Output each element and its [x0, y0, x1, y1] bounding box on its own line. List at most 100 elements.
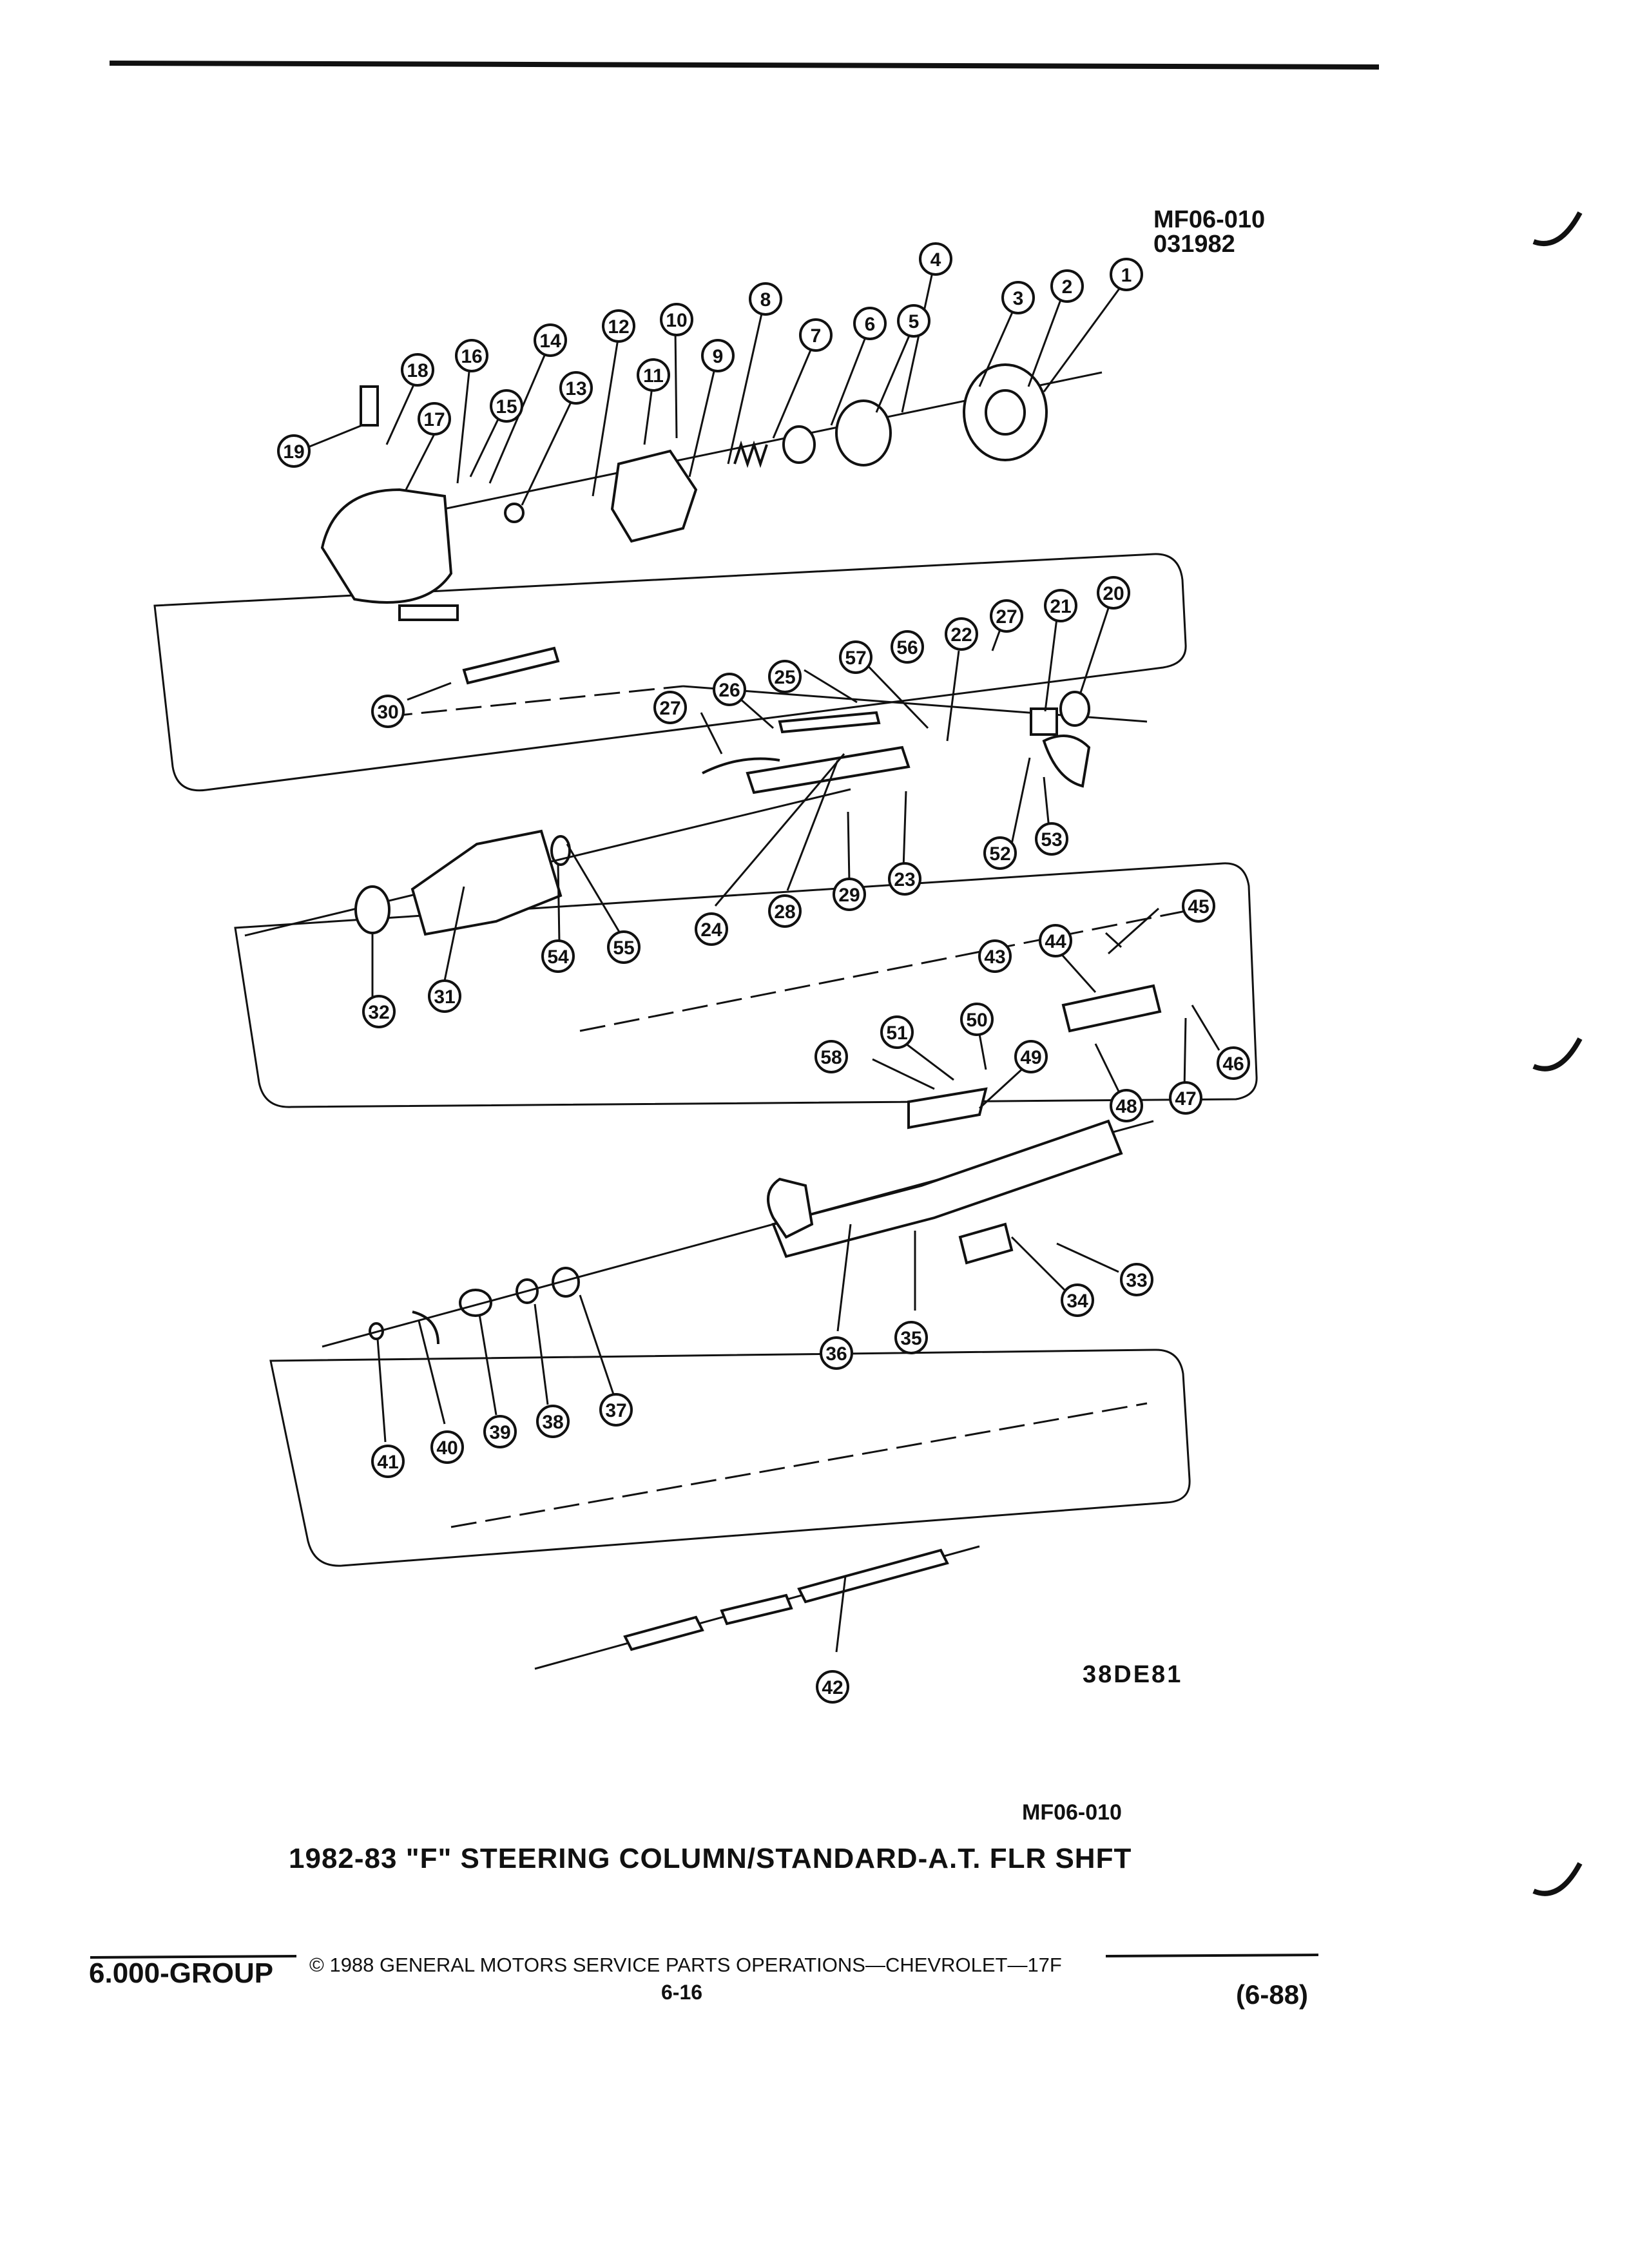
part-42-shaft-mid [720, 1593, 793, 1626]
callout-29: 29 [833, 878, 866, 911]
svg-text:33: 33 [1126, 1270, 1147, 1291]
svg-text:39: 39 [489, 1422, 510, 1443]
part-20-bearing [1059, 691, 1090, 727]
svg-text:8: 8 [760, 289, 771, 311]
svg-text:56: 56 [896, 637, 918, 658]
callout-18: 18 [401, 353, 434, 387]
part-23-switch-body [746, 745, 911, 794]
callout-13: 13 [559, 371, 593, 405]
svg-text:38: 38 [542, 1412, 563, 1433]
part-40-spring [412, 1311, 439, 1345]
part-5-cancel-cam [835, 399, 892, 466]
svg-text:49: 49 [1020, 1047, 1041, 1068]
svg-text:47: 47 [1175, 1088, 1196, 1110]
part-27-rod [702, 757, 780, 774]
callout-56: 56 [891, 630, 924, 664]
callout-11: 11 [637, 358, 670, 392]
svg-text:10: 10 [666, 310, 687, 331]
callout-30: 30 [371, 695, 405, 728]
illustration-code: 38DE81 [1083, 1661, 1183, 1688]
part-3-horn-shroud [963, 363, 1048, 461]
svg-text:40: 40 [436, 1437, 458, 1459]
copyright-line: © 1988 GENERAL MOTORS SERVICE PARTS OPER… [309, 1954, 1062, 1976]
svg-text:1: 1 [1121, 265, 1132, 286]
callout-34: 34 [1061, 1283, 1094, 1317]
callout-39: 39 [483, 1415, 517, 1448]
part-30-connector [398, 604, 459, 621]
svg-text:4: 4 [930, 249, 941, 271]
part-42-shaft-lower [623, 1615, 704, 1651]
page-number: 6-16 [661, 1981, 703, 2004]
callout-31: 31 [428, 979, 461, 1013]
part-36-flange [767, 1177, 814, 1239]
callout-24: 24 [695, 912, 728, 946]
part-7-spring [733, 440, 768, 468]
callout-22: 22 [945, 617, 978, 651]
footer-rule-right [1105, 1954, 1319, 1957]
svg-text:18: 18 [407, 360, 428, 381]
part-6-bearing [782, 425, 816, 464]
svg-text:14: 14 [539, 331, 561, 352]
svg-text:12: 12 [608, 316, 629, 338]
callout-32: 32 [362, 995, 396, 1028]
callout-51: 51 [880, 1015, 914, 1049]
svg-text:16: 16 [461, 346, 482, 367]
callout-8: 8 [749, 282, 782, 316]
part-42-shaft-upper [797, 1548, 949, 1604]
part-36-jacket [771, 1119, 1123, 1258]
svg-text:55: 55 [613, 937, 634, 959]
callout-19: 19 [277, 434, 311, 468]
svg-text:11: 11 [643, 365, 664, 387]
svg-text:22: 22 [950, 624, 972, 646]
callout-6: 6 [853, 307, 887, 340]
footer-rule-left [90, 1955, 297, 1959]
part-31-lock-cylinder-housing [410, 829, 563, 936]
part-32-bearing-sleeve [354, 885, 390, 934]
svg-text:21: 21 [1050, 596, 1071, 617]
svg-text:30: 30 [377, 702, 398, 723]
svg-text:51: 51 [886, 1023, 907, 1044]
svg-text:13: 13 [565, 378, 586, 399]
part-3-inner [985, 389, 1026, 436]
callout-46: 46 [1217, 1046, 1250, 1080]
part-30-bracket [462, 646, 560, 685]
diagram-caption: 1982-83 "F" STEERING COLUMN/STANDARD-A.T… [289, 1843, 1132, 1874]
callout-40: 40 [430, 1430, 464, 1464]
part-39-bearing [459, 1289, 492, 1317]
svg-text:46: 46 [1222, 1053, 1244, 1075]
svg-text:36: 36 [825, 1343, 847, 1365]
part-26-rack [778, 711, 881, 734]
callout-50: 50 [960, 1003, 994, 1036]
callout-23: 23 [888, 862, 921, 896]
group-box-1 [153, 553, 1187, 792]
callout-48: 48 [1110, 1089, 1143, 1122]
part-43-bracket [1061, 984, 1162, 1033]
callout-43: 43 [978, 939, 1012, 973]
part-19-buzzer [360, 385, 379, 427]
svg-text:41: 41 [377, 1452, 398, 1473]
callout-53: 53 [1035, 822, 1068, 856]
figure-id: MF06-010 [1153, 206, 1266, 233]
svg-text:50: 50 [966, 1010, 987, 1031]
callout-33: 33 [1120, 1263, 1153, 1296]
part-37-sleeve [552, 1267, 580, 1298]
callout-9: 9 [701, 339, 735, 372]
margin-mark-2 [1532, 1037, 1583, 1072]
callout-25: 25 [768, 660, 802, 693]
svg-text:5: 5 [909, 311, 920, 332]
part-13-ring [504, 503, 525, 523]
callout-1: 1 [1110, 258, 1143, 291]
svg-text:26: 26 [718, 680, 740, 701]
svg-text:52: 52 [989, 843, 1010, 865]
svg-text:25: 25 [774, 667, 795, 688]
figure-date: 031982 [1153, 231, 1235, 258]
svg-text:17: 17 [423, 409, 445, 430]
svg-text:53: 53 [1041, 829, 1062, 850]
svg-text:2: 2 [1062, 276, 1073, 298]
svg-text:6: 6 [865, 314, 876, 335]
callout-47: 47 [1169, 1081, 1202, 1115]
axis-line-7 [450, 1402, 1148, 1528]
top-rule [109, 61, 1380, 70]
svg-text:27: 27 [659, 698, 680, 719]
